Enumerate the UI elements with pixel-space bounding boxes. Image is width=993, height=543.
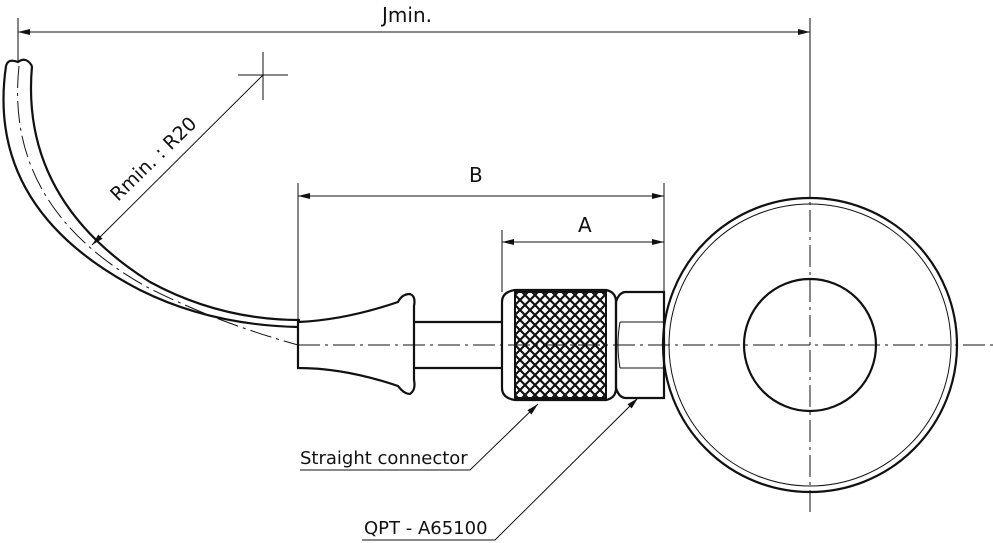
hose-outer-edge: [2, 65, 299, 329]
pipe-segment: [414, 320, 502, 370]
dimension-a: [501, 230, 664, 292]
connector-callout: [300, 403, 539, 471]
tube-sleeve: [296, 292, 416, 396]
dimension-a-label: A: [578, 213, 592, 237]
hose-inner-edge: [29, 65, 301, 322]
dimension-j: [17, 18, 811, 175]
dimension-b: [297, 183, 665, 322]
connector-callout-label: Straight connector: [300, 448, 468, 469]
part-callout-label: QPT - A65100: [364, 518, 488, 539]
hose: [2, 58, 301, 346]
dimension-j-label: Jmin.: [380, 3, 432, 27]
hose-center-line: [17, 65, 299, 346]
hose-end-cap: [4, 58, 33, 67]
dimension-b-label: B: [469, 163, 483, 187]
radius-label: Rmin. : R20: [106, 113, 201, 206]
part-callout: [362, 397, 639, 541]
radius-dimension-line: [91, 74, 264, 246]
